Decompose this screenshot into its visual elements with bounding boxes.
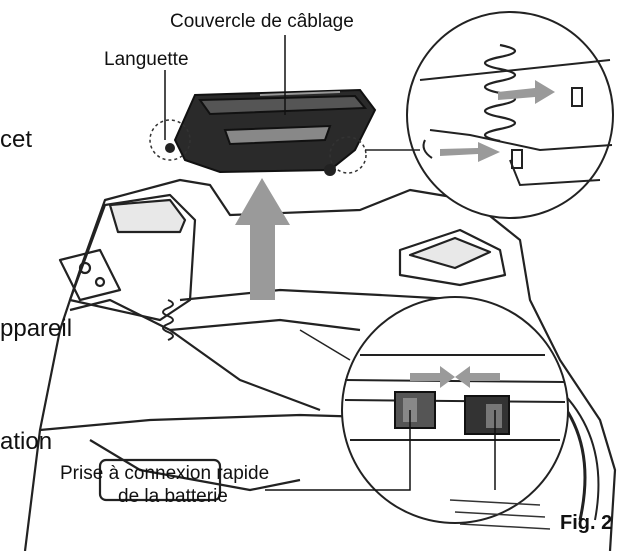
edge-text-1: cet <box>0 126 33 153</box>
label-connector-line1: Prise à connexion rapide <box>60 463 270 484</box>
wiring-cover <box>173 88 377 174</box>
tab-left <box>165 143 175 153</box>
leader-lines <box>164 35 496 491</box>
detail-circle-bottom <box>299 296 569 524</box>
label-connector-line2: de la batterie <box>118 486 228 507</box>
label-wiring-cover: Couvercle de câblage <box>170 11 354 32</box>
body-spring <box>162 299 174 341</box>
figure-number: Fig. 2 <box>560 512 613 534</box>
grille <box>449 499 551 530</box>
detail-circle-top <box>406 11 614 219</box>
lift-arrow <box>235 178 290 300</box>
label-tab: Languette <box>104 49 189 70</box>
edge-text-2: ppareil <box>0 315 73 342</box>
edge-text-3: ation <box>0 428 53 455</box>
tab-right <box>324 164 336 176</box>
tab-circles <box>149 119 367 174</box>
